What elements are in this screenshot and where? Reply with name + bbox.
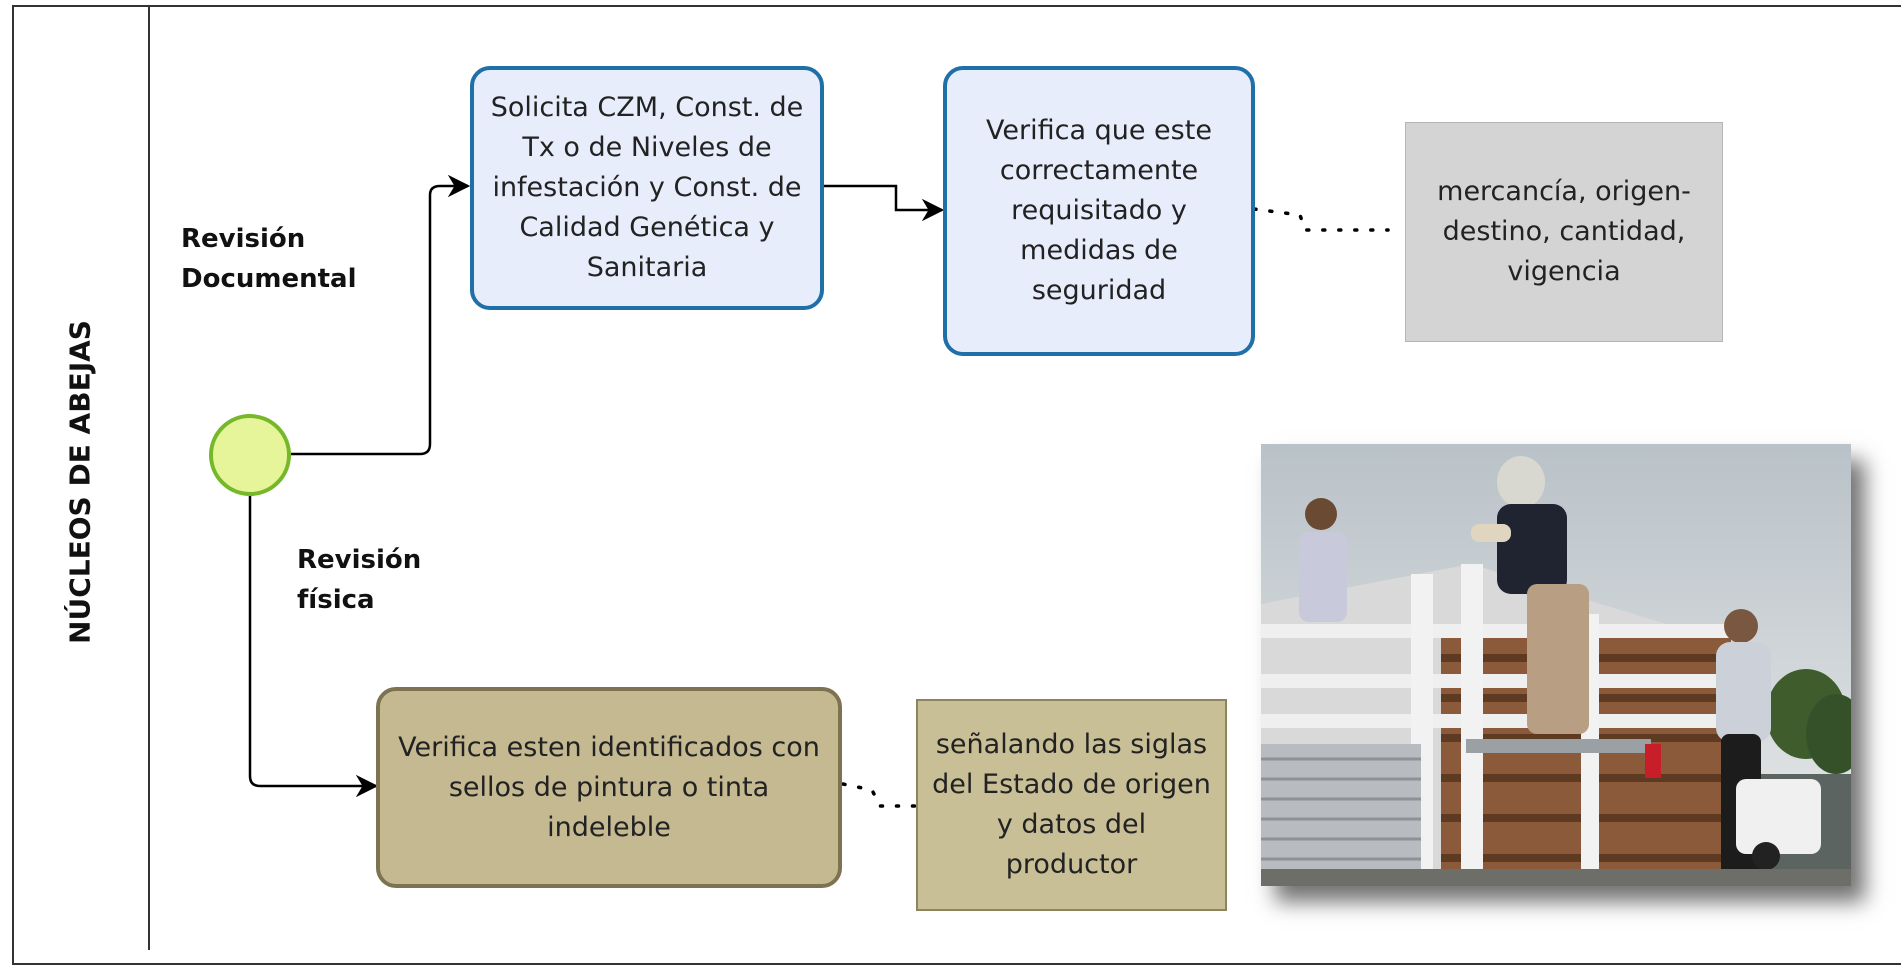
association-senalando	[841, 782, 917, 808]
swimlane-divider	[148, 6, 150, 950]
annotation-senalando: señalando las siglas del Estado de orige…	[916, 699, 1227, 911]
annotation-mercancia: mercancía, origen-destino, cantidad, vig…	[1405, 122, 1723, 342]
task-solicita[interactable]: Solicita CZM, Const. de Tx o de Niveles …	[470, 66, 824, 310]
photo-illustration	[1261, 444, 1851, 886]
sequence-flow-to-verifica	[821, 184, 945, 222]
task-verifica-requisitado[interactable]: Verifica que este correctamente requisit…	[943, 66, 1255, 356]
task-verifica-identificados[interactable]: Verifica esten identificados con sellos …	[376, 687, 842, 888]
annotation-mercancia-text: mercancía, origen-destino, cantidad, vig…	[1437, 176, 1691, 287]
sequence-flow-fisica	[248, 496, 379, 798]
task-verifica-requisitado-text: Verifica que este correctamente requisit…	[986, 115, 1212, 306]
flow-label-documental: Revisión Documental	[181, 224, 357, 294]
sequence-flow-documental	[291, 174, 471, 456]
task-verifica-identificados-text: Verifica esten identificados con sellos …	[398, 731, 820, 843]
task-solicita-text: Solicita CZM, Const. de Tx o de Niveles …	[490, 92, 804, 283]
start-event[interactable]	[209, 414, 291, 496]
association-mercancia	[1252, 207, 1390, 232]
beekeepers-truck-photo	[1261, 444, 1851, 886]
annotation-senalando-text: señalando las siglas del Estado de orige…	[932, 729, 1211, 880]
flow-label-fisica: Revisión física	[297, 545, 422, 615]
